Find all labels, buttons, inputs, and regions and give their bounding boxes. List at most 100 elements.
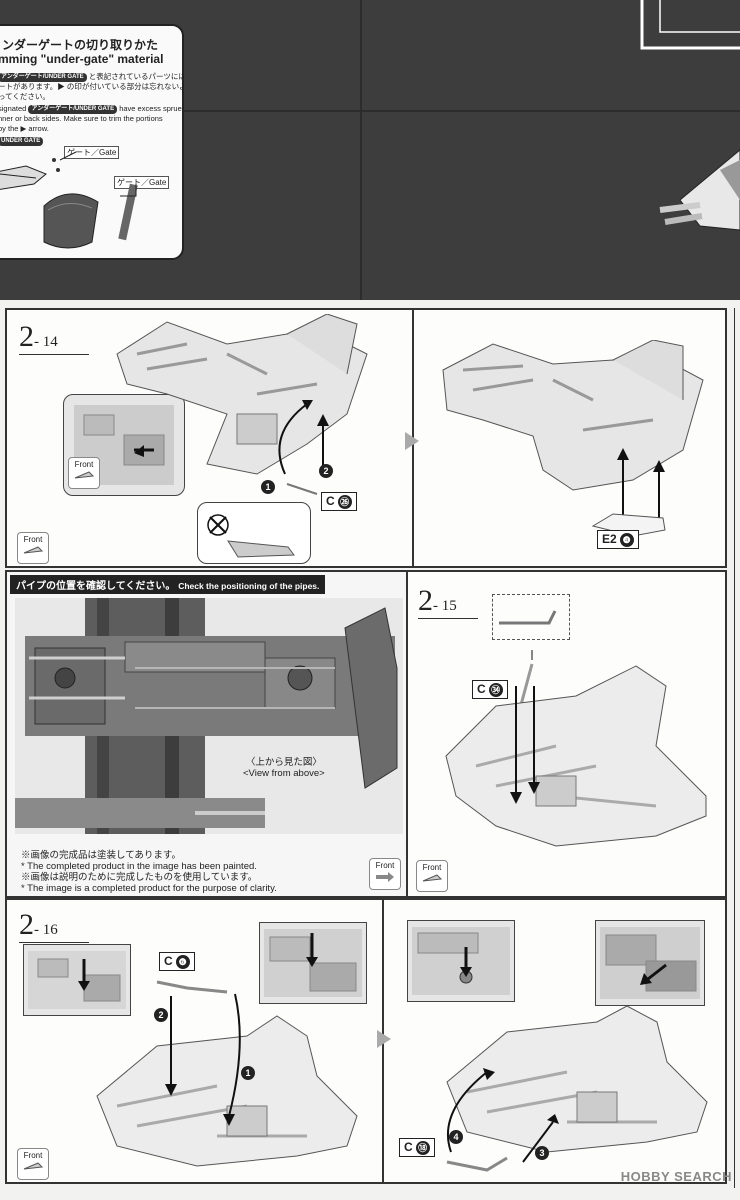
- notice-title-en: mming "under-gate" material: [0, 52, 164, 66]
- step-underline: [418, 618, 478, 619]
- fold-crease: [0, 110, 740, 112]
- under-gate-badge: アンダーゲート/UNDER GATE: [28, 104, 118, 114]
- ship-frame-pipe-result-illustration: [446, 1005, 708, 1172]
- notice-badge-row: UNDER GATE: [0, 136, 44, 146]
- note-2-en: * The image is a completed product for t…: [21, 883, 277, 894]
- pipe-detail-illustration: [600, 927, 700, 999]
- step-order-marker: 1: [261, 480, 275, 494]
- step-order-marker: 4: [449, 1130, 463, 1144]
- notice-line-2: ートがあります。▶ の印が付いている部分は忘れないように: [0, 82, 184, 91]
- step-number: 2- 16: [19, 910, 58, 945]
- ship-silhouette-illustration: [640, 0, 740, 231]
- notice-title-jp: ンダーゲートの切り取りかた: [2, 38, 159, 52]
- front-orientation-indicator: Front: [17, 1148, 49, 1180]
- nipper-cutting-illustration: [0, 151, 138, 249]
- step-number: 2- 15: [418, 586, 457, 621]
- front-label: Front: [375, 861, 395, 870]
- trim-tip-inset: [197, 502, 311, 564]
- step-minor: - 14: [34, 334, 58, 350]
- step-order-marker: 2: [319, 464, 333, 478]
- part-number: ㉞: [488, 682, 503, 697]
- front-label: Front: [422, 863, 442, 872]
- part-letter: C: [404, 1140, 413, 1154]
- part-number: ❻: [175, 954, 190, 969]
- view-caption-en: <View from above>: [243, 768, 325, 779]
- part-letter: E2: [602, 532, 617, 546]
- part-letter: C: [164, 954, 173, 968]
- note-1-jp: ※画像の完成品は塗装してあります。: [21, 850, 181, 861]
- notice-text: と表記されているパーツには裏側: [88, 72, 182, 81]
- ship-frame-assembly-illustration: [116, 314, 368, 495]
- front-orientation-indicator: Front: [416, 860, 448, 892]
- watermark-logo: HOBBY SEARCH: [620, 1169, 732, 1184]
- notice-line-5: nner or back sides. Make sure to trim th…: [0, 114, 163, 123]
- under-gate-badge: UNDER GATE: [0, 136, 44, 146]
- notice-line-6: by the ▶ arrow.: [0, 124, 49, 133]
- gate-label: ゲート／Gate: [64, 146, 120, 159]
- pipe-part-illustration: [499, 610, 557, 625]
- front-orientation-indicator: Front: [369, 858, 401, 890]
- part-letter: C: [477, 682, 486, 696]
- front-label: Front: [74, 460, 94, 469]
- ship-frame-result-illustration: [442, 340, 704, 537]
- banner-text-en: Check the positioning of the pipes.: [178, 581, 320, 591]
- nipper-icon: [207, 514, 295, 558]
- step-order-marker: 3: [535, 1146, 549, 1160]
- next-state-arrow: [377, 1030, 391, 1048]
- cockpit-detail-illustration: [74, 405, 174, 485]
- pipe-detail-illustration: [28, 951, 126, 1009]
- step-minor: - 15: [433, 598, 457, 614]
- step-major: 2: [19, 320, 34, 353]
- gate-label: ゲート／Gate: [114, 176, 170, 189]
- detail-inset: [595, 920, 705, 1006]
- view-caption-jp: 〈上から見た図〉: [245, 757, 322, 768]
- front-label: Front: [23, 1151, 43, 1160]
- part-number: ❹: [619, 532, 634, 547]
- part-letter: C: [326, 494, 335, 508]
- step-underline: [19, 354, 89, 355]
- detail-inset: Front: [63, 394, 185, 496]
- pipe-part-outline: [492, 594, 570, 640]
- ship-frame-pipe-route-illustration: [96, 980, 358, 1167]
- pipe-detail-illustration: [264, 929, 362, 997]
- page-edge-line: [734, 308, 740, 1188]
- front-label: Front: [23, 535, 43, 544]
- notice-text: have excess sprue: [119, 104, 182, 113]
- pipe-detail-illustration: [412, 927, 510, 995]
- fold-crease: [360, 0, 362, 300]
- step-number: 2- 14: [19, 322, 58, 357]
- next-state-arrow: [405, 432, 419, 450]
- detail-inset: [23, 944, 131, 1016]
- step-major: 2: [418, 584, 433, 617]
- pipe-check-banner: パイプの位置を確認してください。 Check the positioning o…: [10, 575, 326, 594]
- notice-line-4: signated アンダーゲート/UNDER GATE have excess …: [0, 104, 182, 114]
- banner-text-jp: パイプの位置を確認してください。: [16, 581, 176, 592]
- view-caption: 〈上から見た図〉<View from above>: [243, 754, 325, 779]
- step-major: 2: [19, 908, 34, 941]
- note-2-jp: ※画像は説明のために完成したものを使用しています。: [21, 872, 258, 883]
- pipe-check-panel: 〈上から見た図〉<View from above> ※画像の完成品は塗装してあり…: [5, 570, 408, 898]
- note-1-en: * The completed product in the image has…: [21, 861, 257, 872]
- completed-model-photo: [15, 598, 403, 834]
- ship-frame-pipe-install-illustration: [445, 650, 707, 847]
- detail-inset: [407, 920, 515, 1002]
- notice-line-3: ってください。: [0, 92, 50, 101]
- step-order-marker: 2: [154, 1008, 168, 1022]
- step-underline: [19, 942, 89, 943]
- notice-line-1: アンダーゲート/UNDER GATE と表記されているパーツには裏側: [0, 72, 182, 82]
- under-gate-badge: アンダーゲート/UNDER GATE: [0, 72, 87, 82]
- under-gate-notice: ンダーゲートの切り取りかた mming "under-gate" materia…: [0, 24, 184, 260]
- step-minor: - 16: [34, 922, 58, 938]
- detail-inset: [259, 922, 367, 1004]
- front-orientation-indicator: Front: [17, 532, 49, 564]
- front-orientation-indicator: Front: [68, 457, 100, 489]
- part-number: ㉖: [337, 494, 352, 509]
